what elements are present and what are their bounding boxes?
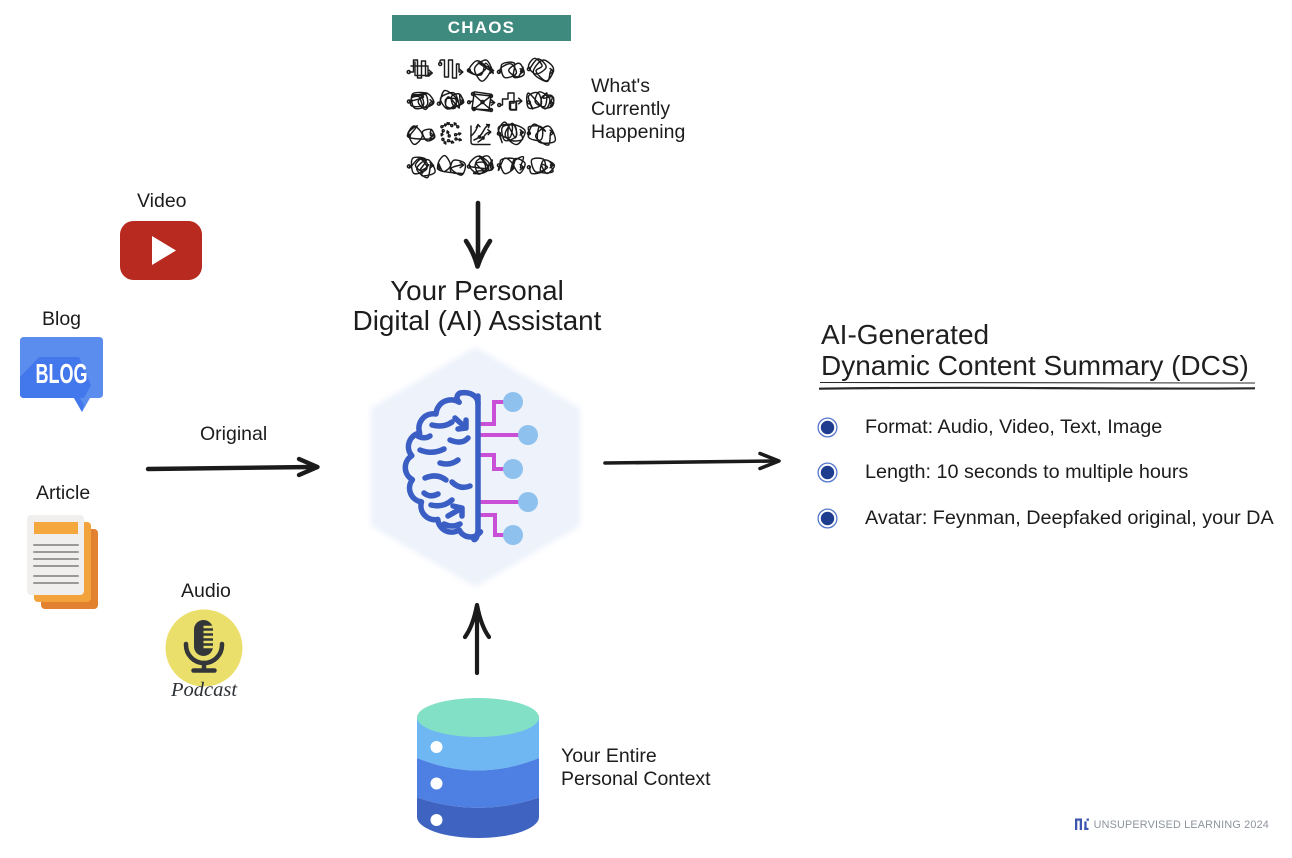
svg-text:BLOG: BLOG bbox=[36, 358, 88, 389]
svg-text:Podcast: Podcast bbox=[170, 679, 238, 701]
